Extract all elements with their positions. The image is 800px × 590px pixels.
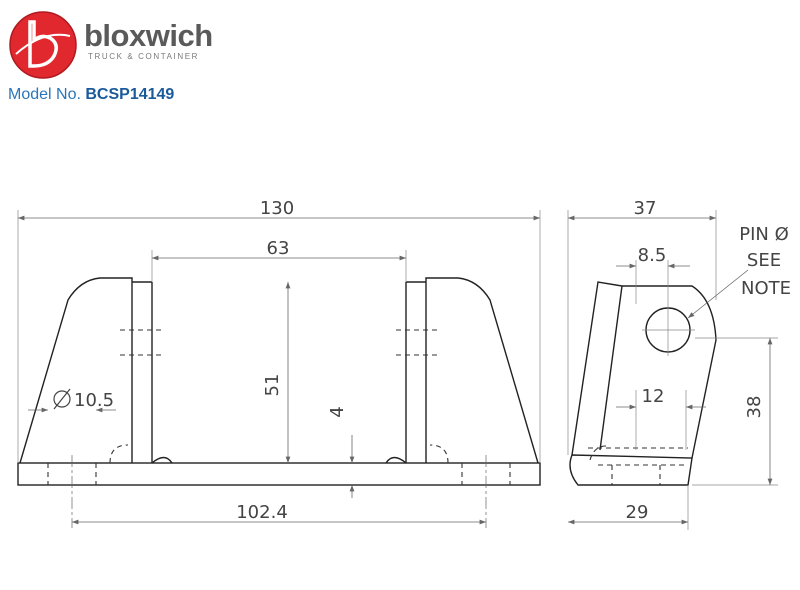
hidden-weld bbox=[109, 444, 129, 464]
model-line: Model No. BCSP14149 bbox=[8, 86, 174, 104]
side-base-outline bbox=[569, 454, 693, 486]
dim-height: 51 bbox=[262, 374, 283, 397]
dim-pin-offset: 8.5 bbox=[638, 245, 667, 266]
dim-inner-span: 63 bbox=[267, 238, 290, 259]
brand-name: bloxwich bbox=[84, 18, 213, 53]
dim-pin-from-base: 12 bbox=[642, 386, 665, 407]
side-view bbox=[569, 281, 717, 486]
brand-tagline: TRUCK & CONTAINER bbox=[88, 52, 200, 61]
left-weld bbox=[151, 456, 173, 464]
model-number: BCSP14149 bbox=[85, 86, 175, 103]
side-dimensions: 37 8.5 PIN Ø SEE NOTE 38 12 29 bbox=[567, 198, 791, 530]
model-label: Model No. bbox=[8, 86, 81, 103]
dim-hole-diameter: 10.5 bbox=[74, 390, 114, 411]
pin-note-line3: NOTE bbox=[741, 278, 791, 299]
hidden-weld bbox=[429, 444, 449, 464]
dim-pin-height: 38 bbox=[744, 396, 765, 419]
bloxwich-logo-icon bbox=[9, 11, 77, 79]
right-ear-outline bbox=[425, 277, 539, 464]
diameter-symbol-icon bbox=[53, 390, 71, 408]
side-lug-outline bbox=[571, 281, 717, 459]
pin-note-line1: PIN Ø bbox=[739, 224, 789, 245]
header: bloxwich TRUCK & CONTAINER Model No. BCS… bbox=[0, 0, 800, 110]
dim-base-thickness: 4 bbox=[327, 406, 348, 417]
base-plate-outline bbox=[17, 462, 541, 486]
right-weld bbox=[385, 456, 407, 464]
dim-overall-length: 130 bbox=[260, 198, 294, 219]
front-view bbox=[17, 277, 541, 528]
front-dimensions: 130 63 51 4 10.5 102.4 bbox=[17, 198, 541, 525]
dim-base-depth: 29 bbox=[626, 502, 649, 523]
left-ear-outline bbox=[19, 277, 133, 464]
dim-side-width: 37 bbox=[634, 198, 657, 219]
side-lug-face bbox=[599, 285, 623, 451]
dim-hole-spacing: 102.4 bbox=[236, 502, 288, 523]
pin-note-line2: SEE bbox=[747, 250, 781, 271]
